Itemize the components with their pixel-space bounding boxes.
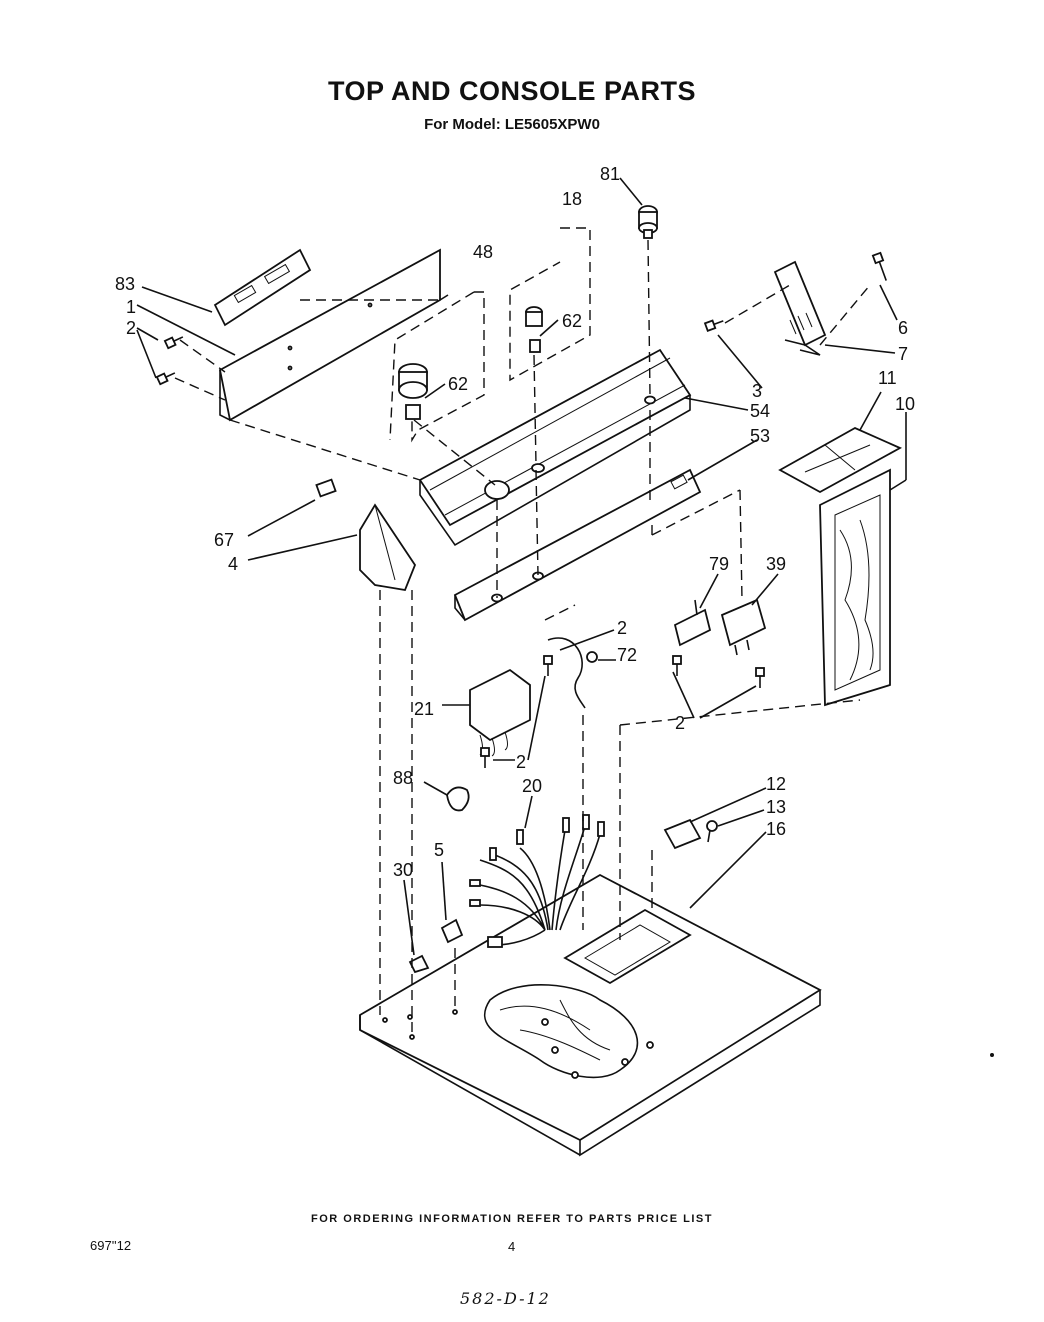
callout-3: 3 — [752, 381, 762, 401]
handwritten-code: 582-D-12 — [460, 1289, 551, 1308]
leader-lines — [136, 177, 907, 956]
screws — [155, 251, 887, 768]
switch-39 — [720, 598, 767, 656]
knob-18 — [525, 306, 543, 353]
stray-mark — [990, 1053, 994, 1057]
cabinet-top — [359, 873, 822, 1157]
callout-88: 88 — [393, 768, 413, 788]
callout-2a: 2 — [126, 318, 136, 338]
model-subtitle: For Model: LE5605XPW0 — [424, 116, 600, 133]
console-bracket-53 — [453, 468, 702, 622]
callout-labels: 81 18 48 83 1 2 62 62 6 7 3 54 11 10 53 … — [115, 164, 915, 880]
callout-81: 81 — [600, 164, 620, 184]
callout-11: 11 — [878, 368, 897, 388]
callout-83: 83 — [115, 274, 135, 294]
callout-5: 5 — [434, 840, 444, 860]
callout-10: 10 — [895, 394, 915, 414]
callout-72: 72 — [617, 645, 637, 665]
callout-48: 48 — [473, 242, 493, 262]
knob-81 — [638, 205, 658, 239]
page-number: 4 — [508, 1239, 516, 1254]
publication-number: 697''12 — [90, 1238, 132, 1253]
callout-12: 12 — [766, 774, 786, 794]
clip-67 — [315, 478, 337, 498]
callout-7: 7 — [898, 344, 908, 364]
clip-30 — [408, 954, 430, 974]
ordering-notice: FOR ORDERING INFORMATION REFER TO PARTS … — [311, 1213, 713, 1225]
callout-2d: 2 — [675, 713, 685, 733]
ground-wire-72 — [547, 637, 598, 709]
callout-39: 39 — [766, 554, 786, 574]
callout-21: 21 — [414, 699, 434, 719]
wire-harness-20 — [469, 814, 605, 948]
callout-30: 30 — [393, 860, 413, 880]
callout-20: 20 — [522, 776, 542, 796]
callout-53: 53 — [750, 426, 770, 446]
callout-6: 6 — [898, 318, 908, 338]
timer-knob-48 — [398, 363, 428, 420]
screw-13 — [706, 820, 718, 843]
relay-21 — [469, 668, 531, 757]
callout-79: 79 — [709, 554, 729, 574]
end-bracket-7 — [773, 260, 827, 356]
callout-67: 67 — [214, 530, 234, 550]
console-trim-83 — [213, 248, 312, 327]
end-cap-4 — [359, 503, 417, 592]
callout-2c: 2 — [516, 752, 526, 772]
console-54 — [418, 348, 692, 547]
callout-62a: 62 — [562, 311, 582, 331]
callout-16: 16 — [766, 819, 786, 839]
callout-62b: 62 — [448, 374, 468, 394]
lint-screen-10 — [819, 468, 891, 707]
bracket-12 — [663, 818, 702, 850]
lint-filter-top-11 — [778, 426, 903, 494]
alignment-lines — [174, 227, 871, 1037]
clip-88 — [446, 786, 470, 812]
callout-13: 13 — [766, 797, 786, 817]
callout-1: 1 — [126, 297, 136, 317]
clip-5 — [440, 918, 464, 944]
console-rear-panel — [218, 248, 449, 422]
switch-79 — [673, 599, 712, 647]
callout-18: 18 — [562, 189, 582, 209]
callout-2b: 2 — [617, 618, 627, 638]
callout-4: 4 — [228, 554, 238, 574]
callout-54: 54 — [750, 401, 770, 421]
page-title: TOP AND CONSOLE PARTS — [327, 76, 697, 106]
